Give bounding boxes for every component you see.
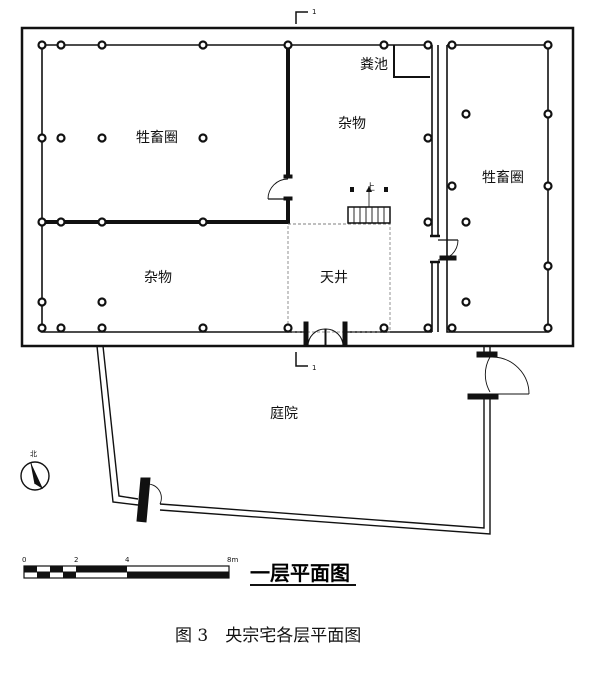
room-label-yard: 庭院 xyxy=(270,405,298,422)
section-mark-top xyxy=(295,11,308,24)
section-mark-bottom-label: 1 xyxy=(312,364,316,372)
section-mark-top-label: 1 xyxy=(312,8,316,16)
scale-bar xyxy=(23,565,230,579)
plan-title: 一层平面图 xyxy=(250,561,350,585)
scale-tick-8m: 8m xyxy=(227,556,238,564)
scale-tick-0: 0 xyxy=(22,556,26,564)
yard-gate-southwest xyxy=(136,477,162,523)
columns xyxy=(37,40,553,333)
stair xyxy=(347,186,391,224)
room-label-sundries-north: 杂物 xyxy=(338,116,366,132)
scale-tick-4: 4 xyxy=(125,556,130,564)
room-label-sundries-south: 杂物 xyxy=(144,270,172,286)
interior-walls xyxy=(41,44,549,333)
room-label-livestock-east: 牲畜圈 xyxy=(482,170,524,186)
section-mark-bottom xyxy=(295,352,308,367)
north-label: 北 xyxy=(30,450,37,458)
room-label-livestock-west: 牲畜圈 xyxy=(136,130,178,146)
figure-caption: 图 3 央宗宅各层平面图 xyxy=(175,626,361,646)
stair-up-label: 上 xyxy=(366,182,375,193)
door-east-partition xyxy=(437,239,459,261)
room-label-manure-pit: 粪池 xyxy=(360,57,388,73)
north-arrow-icon xyxy=(20,461,50,491)
building-outline xyxy=(20,26,575,348)
yard-gate-northeast xyxy=(467,351,530,400)
main-entrance-door xyxy=(303,321,348,347)
room-label-courtyard-well: 天井 xyxy=(320,270,348,286)
scale-tick-2: 2 xyxy=(74,556,78,564)
yard-enclosure-wall xyxy=(96,345,491,535)
door-west-partition xyxy=(267,174,293,201)
